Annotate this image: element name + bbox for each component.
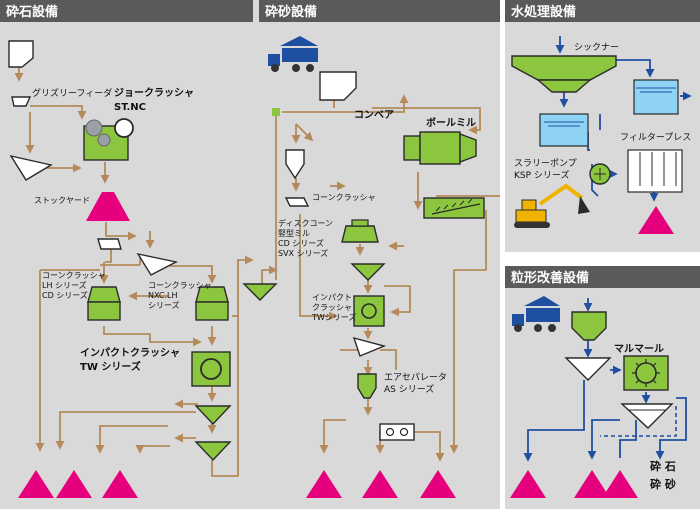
impact-tw-label-1: インパクトクラッシャ	[80, 347, 180, 359]
thickener-tank	[511, 55, 617, 93]
cone-crusher-lh	[87, 286, 121, 303]
disc-cone-label-3: CD シリーズ	[278, 238, 324, 248]
main-panel	[0, 0, 500, 509]
jaw-crusher-model: ST.NC	[114, 102, 146, 113]
disc-cone-label-1: ディスクコーン	[278, 218, 333, 228]
sand-screen-top	[350, 263, 386, 281]
disc-cone-top	[351, 219, 369, 227]
slurry-pump	[589, 163, 611, 185]
cone-nxc-label-2: NXC.LH	[148, 291, 177, 300]
jaw-crusher	[83, 118, 134, 161]
sand-small-screen	[352, 336, 387, 357]
crushing-section	[14, 67, 254, 477]
sand-node	[272, 108, 280, 116]
sand-stockpile-2	[362, 470, 398, 498]
shape-screen	[564, 357, 612, 381]
impact-sand-label-3: TWシリーズ	[311, 312, 356, 322]
cone-lh-label-2: LH シリーズ	[42, 280, 87, 290]
legend-stone: 砕 石	[650, 459, 676, 473]
air-sep-label-1: エアセパレータ	[384, 372, 447, 383]
air-separator	[357, 373, 377, 399]
sand-section	[252, 94, 500, 462]
cone-crusher-lh-base	[87, 301, 121, 321]
stockpile-2	[56, 470, 92, 498]
dashed-return	[600, 406, 677, 437]
slurry-tank	[539, 113, 589, 147]
ball-mill-label: ボールミル	[426, 116, 476, 129]
marumaru-label: マルマール	[614, 344, 664, 355]
cone-nxc-label-3: シリーズ	[148, 300, 180, 310]
ball-mill	[403, 131, 477, 165]
air-sep-label-2: AS シリーズ	[384, 383, 434, 395]
cone-crusher-nxc-base	[195, 301, 229, 321]
screen-1	[194, 405, 232, 426]
sand-header	[259, 0, 500, 22]
conveyor-label: コンベア	[354, 109, 394, 121]
filter-press	[627, 149, 683, 193]
impact-tw-label-2: TW シリーズ	[80, 360, 141, 373]
cake-pile	[638, 206, 674, 234]
slurry-pump-label-2: KSP シリーズ	[514, 169, 569, 181]
excavator	[514, 183, 590, 228]
secondary-screen	[136, 252, 179, 276]
grizzly-feeder-label: グリズリーフィーダ	[32, 87, 112, 99]
disc-cone-label-2: 竪型ミル	[278, 229, 310, 238]
filter-press-label: フィルタープレス	[620, 132, 691, 143]
impact-crusher-tw	[191, 351, 231, 387]
stockyard-label: ストックヤード	[34, 196, 90, 205]
sand-bin	[285, 149, 305, 180]
cone-lh-label-1: コーンクラッシャ	[42, 271, 106, 280]
impact-sand-label-1: インパクト	[312, 293, 352, 302]
cyclone-collector	[379, 423, 415, 441]
shape-header	[505, 266, 700, 288]
impact-sand-label-2: クラッシャ	[312, 303, 352, 312]
stockpile-3	[102, 470, 138, 498]
screen-2	[194, 441, 232, 462]
disc-cone-crusher	[341, 225, 379, 243]
cone-lh-label-3: CD シリーズ	[42, 290, 88, 300]
sand-title: 砕砂設備	[265, 4, 317, 20]
sand-screen-left	[242, 283, 278, 301]
shape-double-screen	[620, 403, 674, 429]
thickener-label: シックナー	[574, 42, 619, 53]
shape-hopper	[571, 311, 607, 341]
sand-hopper	[319, 71, 357, 101]
sand-stockpile-3	[420, 470, 456, 498]
marumaru-machine	[623, 355, 669, 391]
jaw-crusher-label: ジョークラッシャ	[114, 87, 194, 99]
sand-stockpile-1	[306, 470, 342, 498]
shape-pile-1	[510, 470, 546, 498]
shape-pile-3	[602, 470, 638, 498]
crushing-header	[0, 0, 253, 22]
stockyard-feeder	[97, 238, 122, 250]
water-header	[505, 0, 700, 22]
dump-truck-sand	[268, 36, 318, 72]
primary-screen	[9, 154, 53, 181]
grizzly-feeder-icon	[11, 96, 32, 107]
stockyard-pile	[86, 192, 130, 221]
impact-crusher-sand	[353, 295, 385, 327]
disc-cone-label-4: SVX シリーズ	[278, 248, 328, 258]
shape-title: 粒形改善設備	[511, 270, 589, 286]
cone-nxc-label-1: コーンクラッシャ	[148, 281, 212, 290]
slurry-pump-label-1: スラリーポンプ	[514, 158, 577, 169]
feed-hopper	[8, 40, 34, 68]
clear-water-tank	[633, 79, 679, 115]
shape-section-flow	[523, 298, 687, 462]
legend-sand: 砕 砂	[650, 477, 676, 491]
stockpile-1	[18, 470, 54, 498]
crushing-title: 砕石設備	[6, 4, 58, 20]
dump-truck-shape	[512, 296, 560, 332]
water-title: 水処理設備	[511, 4, 576, 20]
sand-feeder	[284, 197, 310, 207]
shape-pile-2	[574, 470, 610, 498]
cone-sand-label: コーンクラッシャ	[312, 193, 376, 202]
sand-classifier	[423, 197, 485, 219]
